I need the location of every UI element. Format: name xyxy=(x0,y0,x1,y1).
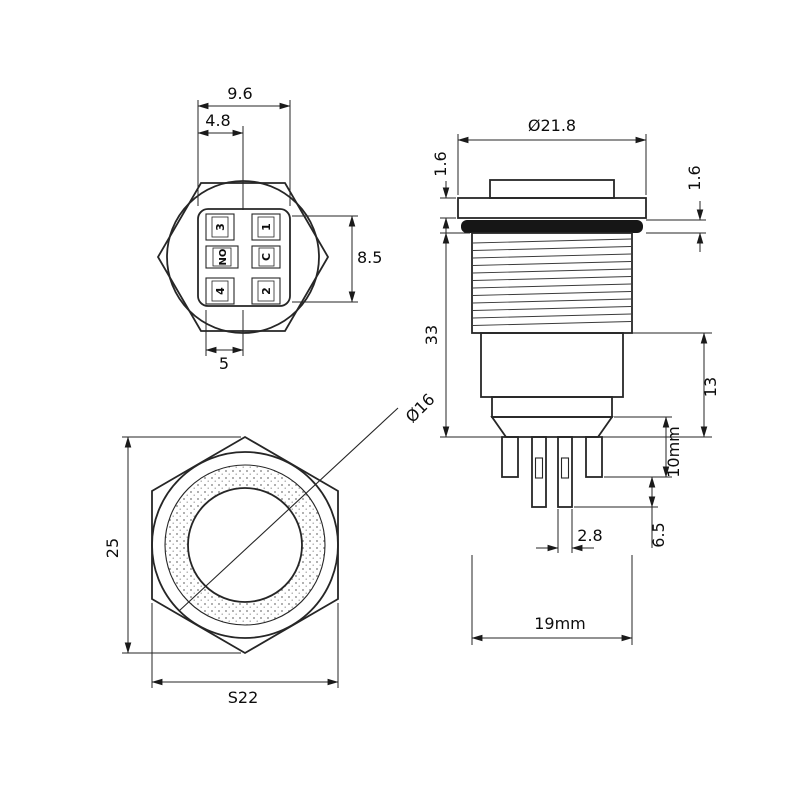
terminal-pad-3: 3 xyxy=(205,213,235,241)
dim-body-length: 33 xyxy=(422,232,504,438)
pin-hole-right xyxy=(560,457,570,479)
dim-thread-diameter: 19mm xyxy=(471,555,633,645)
pin-label-3: 3 xyxy=(214,223,227,231)
dim-across-flats: S22 xyxy=(151,603,339,707)
back-hex-nut xyxy=(156,182,330,332)
dim-label-2-8: 2.8 xyxy=(577,526,602,545)
front-hex-nut xyxy=(151,435,339,655)
dim-terminal-width: 2.8 xyxy=(536,509,603,553)
head-bezel xyxy=(457,197,647,219)
dim-label-4-8: 4.8 xyxy=(205,111,230,130)
dim-head-diameter: Ø21.8 xyxy=(457,116,647,195)
terminal-pad-1: 1 xyxy=(251,213,281,241)
front-view: Ø16 25 S22 xyxy=(103,390,438,707)
dim-label-8-5: 8.5 xyxy=(357,248,382,267)
pin-outer-left xyxy=(501,436,519,478)
dim-thread-length: 10mm xyxy=(604,416,683,478)
dim-terminal-span: 9.6 xyxy=(197,84,291,206)
dim-label-19mm: 19mm xyxy=(534,614,586,633)
front-bezel-circle xyxy=(151,451,339,639)
threaded-body xyxy=(471,232,633,334)
switch-housing xyxy=(480,332,624,398)
dim-label-10mm: 10mm xyxy=(664,426,683,478)
terminal-pad-2: 2 xyxy=(251,277,281,305)
dim-label-housing-length: 13 xyxy=(701,377,720,397)
pin-label-1: 1 xyxy=(260,223,273,231)
dim-label-s22: S22 xyxy=(228,688,259,707)
base-chamfer xyxy=(490,416,614,438)
dim-washer-height: 1.6 xyxy=(646,165,706,252)
pin-inner-right xyxy=(557,436,573,508)
o-ring-washer xyxy=(461,220,643,233)
dim-label-bezel-height: 1.6 xyxy=(431,151,450,176)
dim-terminal-half-span: 4.8 xyxy=(197,111,244,210)
dim-label-body-length: 33 xyxy=(422,325,441,345)
thread-hatching xyxy=(472,238,632,326)
dim-terminal-tail: 6.5 xyxy=(574,476,668,548)
dim-label-5: 5 xyxy=(219,354,229,373)
housing-base xyxy=(491,396,613,418)
dim-terminal-pitch: 5 xyxy=(205,310,244,373)
dim-bezel-height: 1.6 xyxy=(431,151,456,235)
terminal-pad-c: C xyxy=(251,245,281,269)
button-face-circle xyxy=(187,487,303,603)
terminal-block xyxy=(197,208,291,307)
pin-inner-left xyxy=(531,436,547,508)
dim-housing-length: 13 xyxy=(600,332,720,438)
dim-label-25: 25 xyxy=(103,538,122,558)
dim-label-6-5: 6.5 xyxy=(649,522,668,547)
terminal-pad-4: 4 xyxy=(205,277,235,305)
pin-outer-right xyxy=(585,436,603,478)
pin-label-2: 2 xyxy=(260,287,273,295)
dim-across-corners: 25 xyxy=(103,436,241,654)
dim-label-button-diameter: Ø16 xyxy=(402,390,439,427)
terminal-pad-no: NO xyxy=(205,245,239,269)
pin-hole-left xyxy=(534,457,544,479)
dim-label-washer-height: 1.6 xyxy=(685,165,704,190)
pin-label-4: 4 xyxy=(214,287,227,295)
actuator-cap xyxy=(489,179,615,199)
led-ring-outer xyxy=(164,464,326,626)
dim-label-head-diameter: Ø21.8 xyxy=(528,116,576,135)
back-view: 3 1 NO C 4 2 xyxy=(156,84,382,373)
dim-terminal-height: 8.5 xyxy=(292,215,382,303)
pin-label-no: NO xyxy=(218,249,229,266)
diameter-leader-line xyxy=(178,407,399,612)
terminal-pins xyxy=(501,436,603,508)
dim-label-9-6: 9.6 xyxy=(227,84,252,103)
pin-label-c: C xyxy=(260,253,273,261)
side-view: Ø21.8 1.6 1.6 33 1 xyxy=(422,116,720,645)
